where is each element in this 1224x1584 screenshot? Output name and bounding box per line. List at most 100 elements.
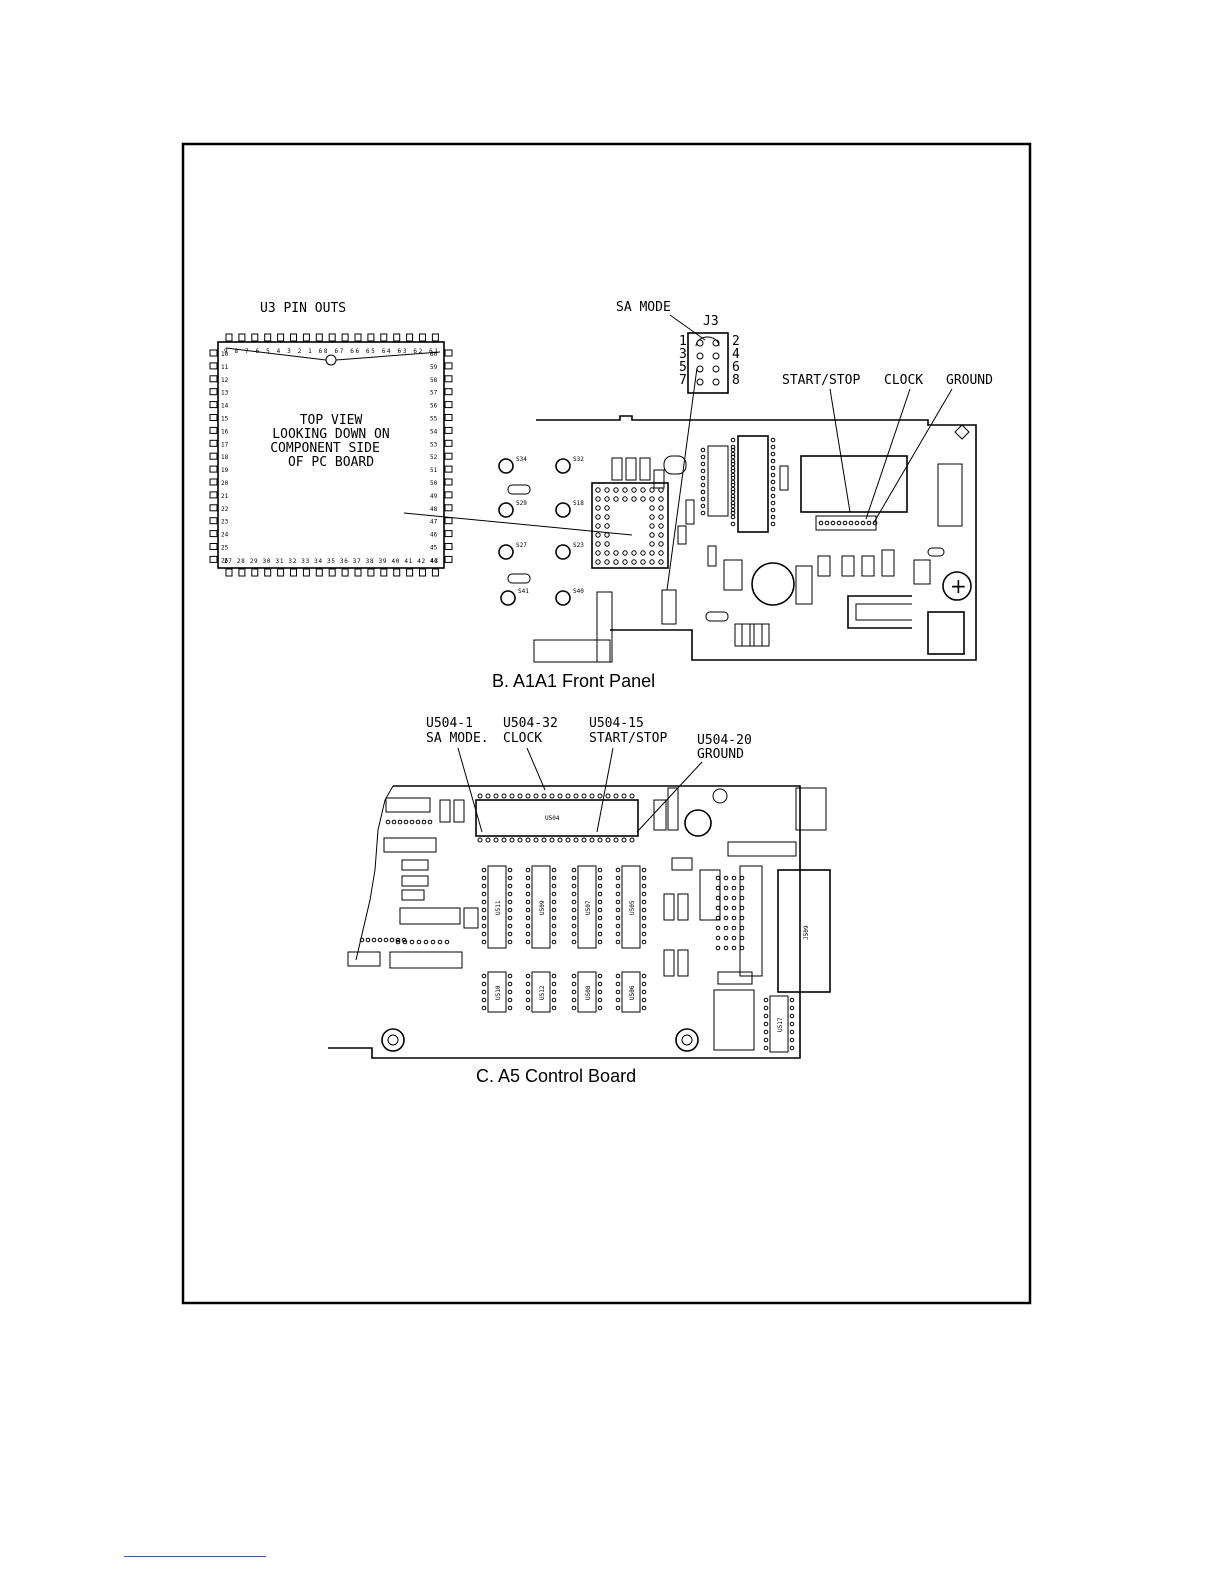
ic-pin: [770, 444, 776, 450]
u3-pad: [302, 333, 310, 342]
switch-label: S32: [573, 456, 584, 463]
ic-pin: [641, 891, 647, 897]
u504-pin: [589, 793, 595, 799]
ic-pin: [571, 883, 577, 889]
u504-pin: [517, 793, 523, 799]
ic-pin: [730, 479, 736, 485]
ic-pin: [551, 891, 557, 897]
switch-label: S18: [573, 500, 584, 507]
control-board-u500: [389, 951, 463, 969]
socket-dot: [658, 505, 664, 511]
socket-dot: [595, 487, 601, 493]
socket-dot: [649, 514, 655, 520]
socket-dot: [631, 487, 637, 493]
ic-pin: [763, 997, 769, 1003]
ic-pin: [597, 875, 603, 881]
front-panel-small-parts: [611, 437, 895, 647]
control-board-component: [439, 799, 451, 823]
u3-right-pin-number: 59: [430, 364, 438, 371]
ic-pin: [551, 907, 557, 913]
board-dot: [389, 937, 395, 943]
ic-pin: [641, 867, 647, 873]
u3-pinout-diagram: U3 PIN OUTS 9 8 7 6 5 4 3 2 1 68 67 66 6…: [209, 301, 633, 577]
control-board-caption: C. A5 Control Board: [476, 1066, 636, 1086]
front-panel-j4: [795, 565, 813, 605]
u3-pad: [328, 333, 336, 342]
board-dot: [731, 875, 737, 881]
board-dot: [731, 915, 737, 921]
j3-left-1: 1: [679, 334, 687, 349]
socket-dot: [595, 505, 601, 511]
ic-pin: [641, 915, 647, 921]
ic-pin: [700, 461, 706, 467]
ic-pin: [507, 899, 513, 905]
control-board-component: [699, 869, 721, 921]
ic-pin: [551, 875, 557, 881]
ic-pin: [551, 923, 557, 929]
ic-pin: [597, 1005, 603, 1011]
ic-pin: [551, 915, 557, 921]
ic-pin: [525, 1005, 531, 1011]
ic-pin: [571, 931, 577, 937]
control-board-u501: [399, 907, 461, 925]
control-board-u516: [727, 841, 797, 857]
front-panel-component: [817, 555, 831, 577]
u3-left-pin-number: 26: [221, 557, 229, 564]
ic-u509: [531, 865, 551, 949]
control-board-component: [667, 787, 679, 831]
j509-connector: [777, 869, 831, 993]
front-panel-buzzer: [751, 562, 795, 606]
ic-pin: [481, 891, 487, 897]
control-board-component: [463, 907, 479, 929]
ground-label: GROUND: [946, 373, 993, 388]
ic-label: U505: [629, 900, 636, 915]
board-dot: [401, 937, 407, 943]
board-dot: [444, 939, 450, 945]
switch-s27: [498, 544, 514, 560]
j2-pin: [860, 520, 866, 526]
ic-pin: [770, 472, 776, 478]
front-panel-oval-4: [927, 547, 945, 557]
ic-pin: [481, 981, 487, 987]
board-dot: [731, 935, 737, 941]
socket-dot: [658, 523, 664, 529]
board-dot: [739, 945, 745, 951]
ic-pin: [571, 915, 577, 921]
u3-pad: [209, 362, 218, 370]
socket-dot: [604, 559, 610, 565]
u3-chip-body: [217, 341, 445, 569]
board-dot: [395, 937, 401, 943]
ic-pin: [641, 875, 647, 881]
ic-pin: [641, 931, 647, 937]
socket-dot: [649, 505, 655, 511]
ic-pin: [507, 981, 513, 987]
board-dot: [715, 915, 721, 921]
ic-pin: [525, 973, 531, 979]
control-board-mount-left: [381, 1028, 405, 1052]
board-dot: [739, 905, 745, 911]
u3-pad: [225, 568, 233, 577]
front-panel-u-bracket: [847, 595, 912, 629]
u504-1-label-line1: U504-1: [426, 716, 473, 731]
u3-pad: [354, 333, 362, 342]
control-board-component: [401, 875, 429, 887]
ic-pin: [525, 939, 531, 945]
u3-right-pin-number: 54: [430, 428, 438, 435]
front-panel-component: [611, 457, 623, 481]
board-dot: [723, 945, 729, 951]
ic-pin: [481, 989, 487, 995]
ic-pin: [730, 465, 736, 471]
u3-pad: [264, 333, 272, 342]
ic-pin: [789, 1013, 795, 1019]
board-dot: [409, 939, 415, 945]
ic-u507: [577, 865, 597, 949]
front-panel-component: [677, 525, 687, 545]
u504-15-label-line2: START/STOP: [589, 731, 667, 746]
u504-pin: [629, 793, 635, 799]
u3-top-pin-numbers: 9 8 7 6 5 4 3 2 1 68 67 66 65 64 63 62 6…: [224, 348, 438, 355]
switch-s23: [555, 544, 571, 560]
u504-pin: [493, 837, 499, 843]
ic-pin: [770, 521, 776, 527]
ic-u506: [621, 971, 641, 1013]
front-panel-corner-diamond: [954, 424, 970, 440]
